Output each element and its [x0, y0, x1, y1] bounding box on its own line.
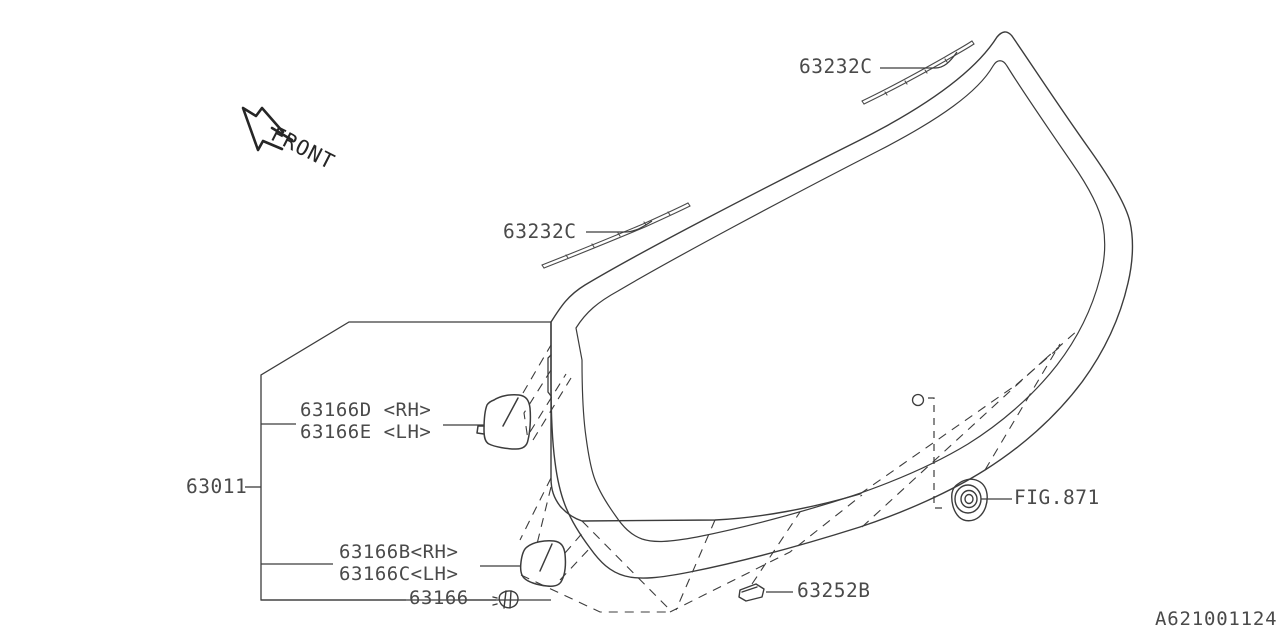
label-clip-base: 63166 [409, 587, 469, 609]
assembly-dashed-lines [519, 329, 1079, 613]
front-arrow-icon [241, 106, 294, 152]
rear-glass-outer-outline [550, 31, 1134, 579]
label-clip-upper-lh: 63166E <LH> [300, 421, 432, 443]
label-grommet-ref: FIG.871 [1014, 486, 1100, 509]
molding-strip-upper [861, 40, 975, 105]
clip-base-glyph [492, 590, 519, 609]
label-stopper: 63252B [797, 579, 871, 602]
leader-molding-upper [880, 51, 958, 69]
label-clip-upper-rh: 63166D <RH> [300, 399, 432, 421]
leader-grommet-dashed [928, 397, 944, 509]
glass-lower-edge-lines [550, 321, 861, 522]
label-glass-assembly: 63011 [186, 475, 248, 498]
drawing-number: A621001124 [1155, 608, 1278, 630]
bracket-tick-marks [261, 423, 333, 565]
clip-upper-shape [476, 394, 532, 450]
label-clip-lower-lh: 63166C<LH> [339, 563, 459, 585]
clip-lower-shape [519, 540, 567, 587]
molding-strip-lower [541, 202, 691, 269]
grommet-shape [951, 478, 988, 522]
stopper-shape [738, 583, 765, 602]
leader-molding-lower [586, 220, 653, 233]
rear-glass-inner-band [575, 60, 1106, 543]
glass-grommet-hole [911, 393, 925, 407]
label-molding-upper: 63232C [799, 55, 873, 78]
label-clip-lower-rh: 63166B<RH> [339, 541, 459, 563]
label-molding-lower: 63232C [503, 220, 577, 243]
